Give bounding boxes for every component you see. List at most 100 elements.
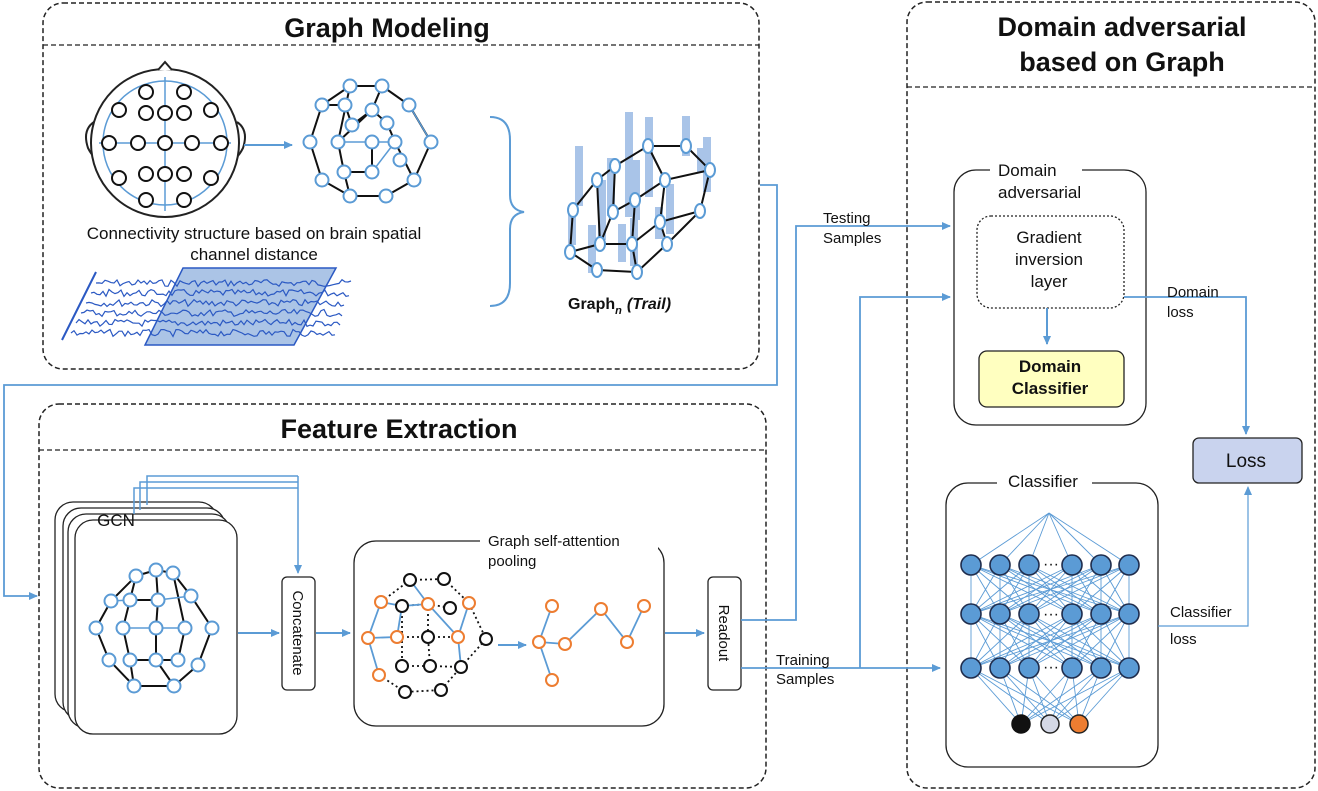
- nn-edge: [1049, 667, 1130, 725]
- nn-neuron: [1018, 554, 1040, 576]
- output-node-grey: [1040, 714, 1060, 734]
- pooling-title-line1: Graph self-attention: [488, 533, 620, 550]
- classifier-loss-path: [1158, 486, 1252, 627]
- graph-trail-3d: [564, 112, 716, 280]
- grl-line3: layer: [1031, 272, 1068, 291]
- nn-edge: [970, 564, 1102, 615]
- gradient-inversion-layer: [976, 215, 1125, 309]
- graph-modeling-panel: [42, 2, 760, 370]
- domain-loss-line2: loss: [1167, 304, 1194, 321]
- nn-edge: [999, 512, 1050, 566]
- classifier-title: Classifier: [1008, 472, 1078, 491]
- testing-label-line2: Samples: [823, 230, 881, 247]
- nn-edge: [970, 613, 1030, 669]
- nn-edge: [970, 613, 1073, 669]
- nn-ellipsis-1: ···: [1043, 556, 1059, 573]
- nn-neuron: [989, 554, 1011, 576]
- domain-classifier-line1: Domain: [1019, 357, 1081, 376]
- readout-label: Readout: [715, 605, 732, 663]
- nn-edge: [1071, 564, 1130, 615]
- nn-edge: [1020, 667, 1130, 725]
- nn-edge: [970, 564, 1073, 615]
- eeg-trace: [95, 278, 352, 288]
- nn-edge: [970, 667, 1022, 725]
- nn-neuron: [1061, 554, 1083, 576]
- eeg-trace: [80, 308, 343, 318]
- gcn-label: GCN: [97, 511, 135, 530]
- nn-neuron: [1018, 657, 1040, 679]
- nn-neuron: [1061, 603, 1083, 625]
- feature-extraction-title: Feature Extraction: [280, 414, 517, 444]
- domain-loss-line1: Domain: [1167, 284, 1219, 301]
- nn-neuron: [989, 603, 1011, 625]
- nn-edge: [1071, 613, 1130, 669]
- nn-edge: [1078, 667, 1130, 725]
- concatenate-box: [281, 576, 316, 691]
- nn-edge: [1028, 613, 1130, 669]
- feature-extraction-panel: [38, 403, 767, 789]
- graph-n-label: Graphn(Trail): [568, 296, 671, 317]
- domain-loss-path: [1124, 296, 1250, 435]
- pooled-graph: [532, 599, 651, 687]
- modeling-to-extraction-connector: [3, 184, 778, 600]
- nn-edge: [1048, 512, 1130, 566]
- gcn-graph: [88, 562, 220, 694]
- gcn-stack: [54, 501, 238, 735]
- nn-neuron: [989, 657, 1011, 679]
- pooling-graph: [361, 572, 493, 699]
- eeg-trace: [75, 318, 341, 328]
- nn-neuron: [960, 554, 982, 576]
- nn-neuron: [1118, 657, 1140, 679]
- nn-edge: [1020, 667, 1102, 725]
- testing-samples-path: [741, 222, 951, 621]
- nn-neuron: [1018, 603, 1040, 625]
- nn-ellipsis-2: ···: [1043, 606, 1059, 623]
- nn-neuron: [1118, 554, 1140, 576]
- nn-edge: [1028, 564, 1130, 615]
- brain-head-icon: [85, 60, 246, 218]
- domain-adversarial-box-title2: adversarial: [998, 183, 1081, 202]
- channel-graph: [302, 78, 439, 204]
- pooling-title-line2: pooling: [488, 553, 536, 570]
- nn-neuron: [1118, 603, 1140, 625]
- brace: [489, 116, 525, 307]
- nn-neuron: [960, 657, 982, 679]
- testing-label-line1: Testing: [823, 210, 871, 227]
- classifier-loss-line2: loss: [1170, 631, 1197, 648]
- eeg-trace: [85, 298, 345, 308]
- domain-adversarial-panel: [906, 1, 1316, 789]
- nn-edge: [1020, 667, 1073, 725]
- nn-edge: [970, 613, 1102, 669]
- readout-box: [707, 576, 742, 691]
- loss-box: [1192, 437, 1303, 484]
- domain-adversarial-title-line2: based on Graph: [1019, 47, 1225, 77]
- eeg-trace: [90, 288, 350, 298]
- grl-line1: Gradient: [1016, 228, 1081, 247]
- skip-connections: [133, 475, 302, 574]
- eeg-trace: [70, 328, 336, 338]
- nn-neuron: [1090, 603, 1112, 625]
- nn-neuron: [1061, 657, 1083, 679]
- nn-edge: [970, 512, 1050, 566]
- training-label-line1: Training: [776, 652, 830, 669]
- concatenate-label: Concatenate: [289, 590, 306, 675]
- grl-line2: inversion: [1015, 250, 1083, 269]
- domain-classifier-box: [978, 350, 1125, 408]
- domain-adversarial-box-title1: Domain: [998, 161, 1057, 180]
- domain-classifier-line2: Classifier: [1012, 379, 1089, 398]
- nn-edge: [1048, 512, 1102, 566]
- classifier-loss-line1: Classifier: [1170, 604, 1232, 621]
- caption-line1: Connectivity structure based on brain sp…: [87, 224, 422, 243]
- output-node-orange: [1069, 714, 1089, 734]
- nn-neuron: [1090, 657, 1112, 679]
- caption-line2: channel distance: [190, 245, 318, 264]
- domain-adversarial-title-line1: Domain adversarial: [997, 12, 1246, 42]
- training-label-line2: Samples: [776, 671, 834, 688]
- neural-network: ··· ··· ···: [960, 512, 1140, 734]
- nn-edge: [1028, 667, 1080, 725]
- graph-modeling-title: Graph Modeling: [284, 13, 490, 43]
- training-to-domain-path: [859, 293, 951, 668]
- nn-edge: [970, 564, 1030, 615]
- nn-ellipsis-3: ···: [1043, 659, 1059, 676]
